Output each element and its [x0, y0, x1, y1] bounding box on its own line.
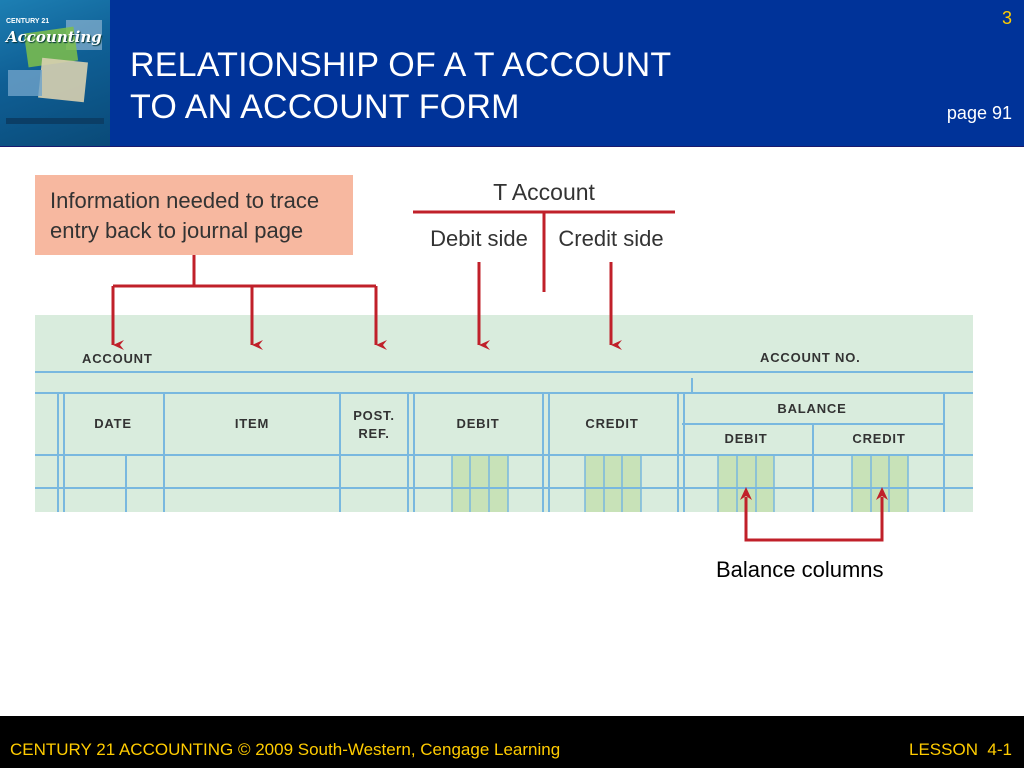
col-post-ref-line2: REF. [358, 426, 389, 441]
col-post-ref-line1: POST. [353, 408, 395, 423]
account-no-label: ACCOUNT NO. [760, 350, 861, 365]
balance-bracket [744, 497, 884, 542]
slide-title-line1: RELATIONSHIP OF A T ACCOUNT [130, 46, 672, 84]
balance-columns-caption: Balance columns [716, 557, 884, 582]
footer-lesson: LESSON 4-1 [909, 740, 1012, 759]
logo-title: Accounting [6, 28, 102, 46]
col-date: DATE [94, 416, 132, 431]
info-note-line1: Information needed to trace [50, 188, 319, 213]
col-balance: BALANCE [777, 401, 846, 416]
ledger-fill-bal-credit [852, 455, 908, 512]
info-note-box [35, 175, 353, 255]
ledger-fill-debit [452, 455, 508, 512]
account-form-diagram: Information needed to trace entry back t… [35, 175, 973, 542]
page-reference: page 91 [946, 103, 1012, 123]
footer-copyright: CENTURY 21 ACCOUNTING © 2009 South-Weste… [10, 740, 561, 759]
col-balance-debit: DEBIT [725, 431, 768, 446]
slide-title-line2: TO AN ACCOUNT FORM [130, 88, 520, 126]
account-label: ACCOUNT [82, 351, 153, 366]
slide-number: 3 [1001, 8, 1012, 28]
slide-title: RELATIONSHIP OF A T ACCOUNT TO AN ACCOUN… [130, 44, 671, 128]
logo-series: CENTURY 21 [6, 18, 50, 25]
textbook-cover-image: CENTURY 21 Accounting [0, 0, 110, 146]
col-item: ITEM [235, 416, 269, 431]
col-credit: CREDIT [585, 416, 638, 431]
credit-side-label: Credit side [558, 226, 663, 251]
t-account-label: T Account [493, 179, 595, 205]
slide-header: CENTURY 21 Accounting RELATIONSHIP OF A … [0, 0, 1024, 147]
slide-footer: CENTURY 21 ACCOUNTING © 2009 South-Weste… [0, 716, 1024, 768]
debit-side-label: Debit side [430, 226, 528, 251]
info-note-line2: entry back to journal page [50, 218, 303, 243]
arrow-head-balance-debit [740, 487, 752, 500]
arrow-head-balance-credit [876, 487, 888, 500]
col-balance-credit: CREDIT [852, 431, 905, 446]
ledger-fill-credit [585, 455, 641, 512]
col-debit: DEBIT [457, 416, 500, 431]
